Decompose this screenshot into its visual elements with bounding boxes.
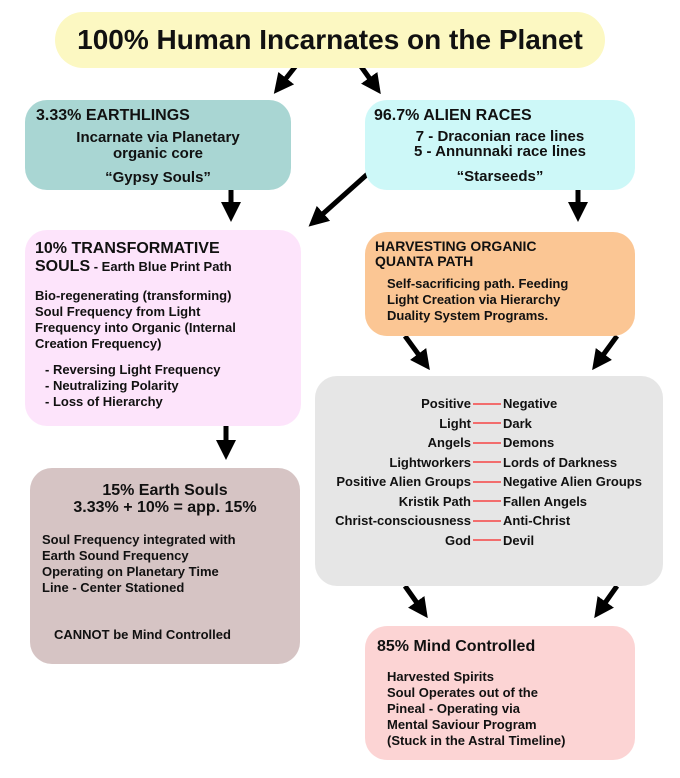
mind-controlled-body: Soul Operates out of the — [387, 685, 538, 700]
duality-left: Positive Alien Groups — [336, 474, 471, 490]
arrow-harvesting-to-duality-right — [592, 334, 620, 371]
transformative-box: 10% TRANSFORMATIVE SOULS - Earth Blue Pr… — [25, 230, 301, 426]
aliens-line: 5 - Annunnaki race lines — [414, 143, 586, 160]
earthlings-box: 3.33% EARTHLINGS Incarnate via Planetary… — [25, 100, 291, 190]
earthlings-quote: “Gypsy Souls” — [105, 169, 211, 186]
transformative-body: Bio-regenerating (transforming) — [35, 288, 232, 303]
earth-souls-heading: 15% Earth Souls — [102, 482, 228, 499]
arrow-duality-to-mind-right — [594, 584, 620, 619]
duality-right: Lords of Darkness — [503, 454, 618, 470]
duality-pair: Positive Negative — [315, 394, 663, 414]
earth-souls-body: Earth Sound Frequency — [42, 548, 189, 563]
duality-left: Lightworkers — [389, 454, 471, 470]
transformative-heading-2: SOULS — [35, 258, 91, 275]
connector-line — [473, 402, 501, 405]
duality-right: Demons — [503, 435, 555, 451]
aliens-line: 7 - Draconian race lines — [415, 128, 585, 145]
mind-controlled-body: Mental Saviour Program — [387, 717, 537, 732]
transformative-bullet: - Loss of Hierarchy — [45, 394, 163, 409]
mind-controlled-body: Pineal - Operating via — [387, 701, 520, 716]
aliens-heading: 96.7% ALIEN RACES — [374, 107, 532, 124]
harvesting-body: Self-sacrificing path. Feeding — [387, 276, 569, 291]
mind-controlled-body: Harvested Spirits — [387, 669, 494, 684]
connector-line — [473, 480, 501, 483]
transformative-heading: 10% TRANSFORMATIVE — [35, 240, 220, 257]
mind-controlled-body: (Stuck in the Astral Timeline) — [387, 733, 566, 748]
earth-souls-body: Soul Frequency integrated with — [42, 532, 236, 547]
duality-right: Negative — [503, 396, 558, 412]
earth-souls-box: 15% Earth Souls 3.33% + 10% = app. 15% S… — [30, 468, 300, 664]
connector-line — [473, 539, 501, 542]
duality-pair: Kristik Path Fallen Angels — [315, 492, 663, 512]
duality-pair: Angels Demons — [315, 433, 663, 453]
duality-left: Kristik Path — [398, 493, 471, 509]
harvesting-body: Light Creation via Hierarchy — [387, 292, 561, 307]
transformative-body: Soul Frequency from Light — [35, 304, 201, 319]
earth-souls-note: CANNOT be Mind Controlled — [54, 627, 231, 642]
duality-right: Dark — [503, 415, 532, 431]
duality-left: Christ-consciousness — [335, 513, 471, 529]
transformative-subheading: - Earth Blue Print Path — [90, 259, 232, 274]
duality-right: Fallen Angels — [503, 493, 588, 509]
connector-line — [473, 441, 501, 444]
harvesting-body: Duality System Programs. — [387, 308, 549, 323]
arrow-duality-to-mind-left — [402, 584, 428, 619]
connector-line — [473, 519, 501, 522]
earthlings-line: organic core — [112, 145, 204, 162]
page-title: 100% Human Incarnates on the Planet — [77, 24, 583, 55]
connector-line — [473, 461, 501, 464]
aliens-quote: “Starseeds” — [456, 168, 544, 185]
aliens-box: 96.7% ALIEN RACES 7 - Draconian race lin… — [365, 100, 635, 190]
harvesting-box: HARVESTING ORGANIC QUANTA PATH Self-sacr… — [365, 232, 635, 336]
duality-right: Negative Alien Groups — [503, 474, 642, 490]
duality-right: Anti-Christ — [503, 513, 571, 529]
transformative-body: Frequency into Organic (Internal — [35, 320, 236, 335]
earthlings-line: Incarnate via Planetary — [76, 129, 240, 146]
mind-controlled-heading: 85% Mind Controlled — [377, 638, 536, 655]
duality-left: God — [445, 532, 471, 548]
duality-right: Devil — [503, 532, 535, 548]
duality-pair: God Devil — [315, 531, 663, 551]
arrow-aliens-to-transformative — [308, 168, 374, 227]
earthlings-heading: 3.33% EARTHLINGS — [36, 107, 190, 124]
mind-controlled-box: 85% Mind Controlled Harvested Spirits So… — [365, 626, 635, 760]
connector-line — [473, 500, 501, 503]
transformative-body: Creation Frequency) — [35, 336, 162, 351]
earth-souls-subheading: 3.33% + 10% = app. 15% — [73, 499, 257, 516]
earth-souls-body: Operating on Planetary Time — [42, 564, 219, 579]
earth-souls-body: Line - Center Stationed — [42, 580, 185, 595]
duality-left: Positive — [421, 396, 471, 412]
title-box: 100% Human Incarnates on the Planet — [55, 12, 605, 68]
duality-left: Angels — [427, 435, 471, 451]
harvesting-heading: QUANTA PATH — [375, 253, 474, 269]
duality-pair: Lightworkers Lords of Darkness — [315, 453, 663, 473]
duality-pair: Light Dark — [315, 414, 663, 434]
duality-left: Light — [439, 415, 471, 431]
connector-line — [473, 422, 501, 425]
transformative-bullet: - Neutralizing Polarity — [45, 378, 179, 393]
duality-pair: Christ-consciousness Anti-Christ — [315, 511, 663, 531]
arrow-harvesting-to-duality-left — [402, 334, 430, 371]
harvesting-heading: HARVESTING ORGANIC — [375, 238, 537, 254]
transformative-bullet: - Reversing Light Frequency — [45, 362, 221, 377]
duality-pair: Positive Alien Groups Negative Alien Grou… — [315, 472, 663, 492]
